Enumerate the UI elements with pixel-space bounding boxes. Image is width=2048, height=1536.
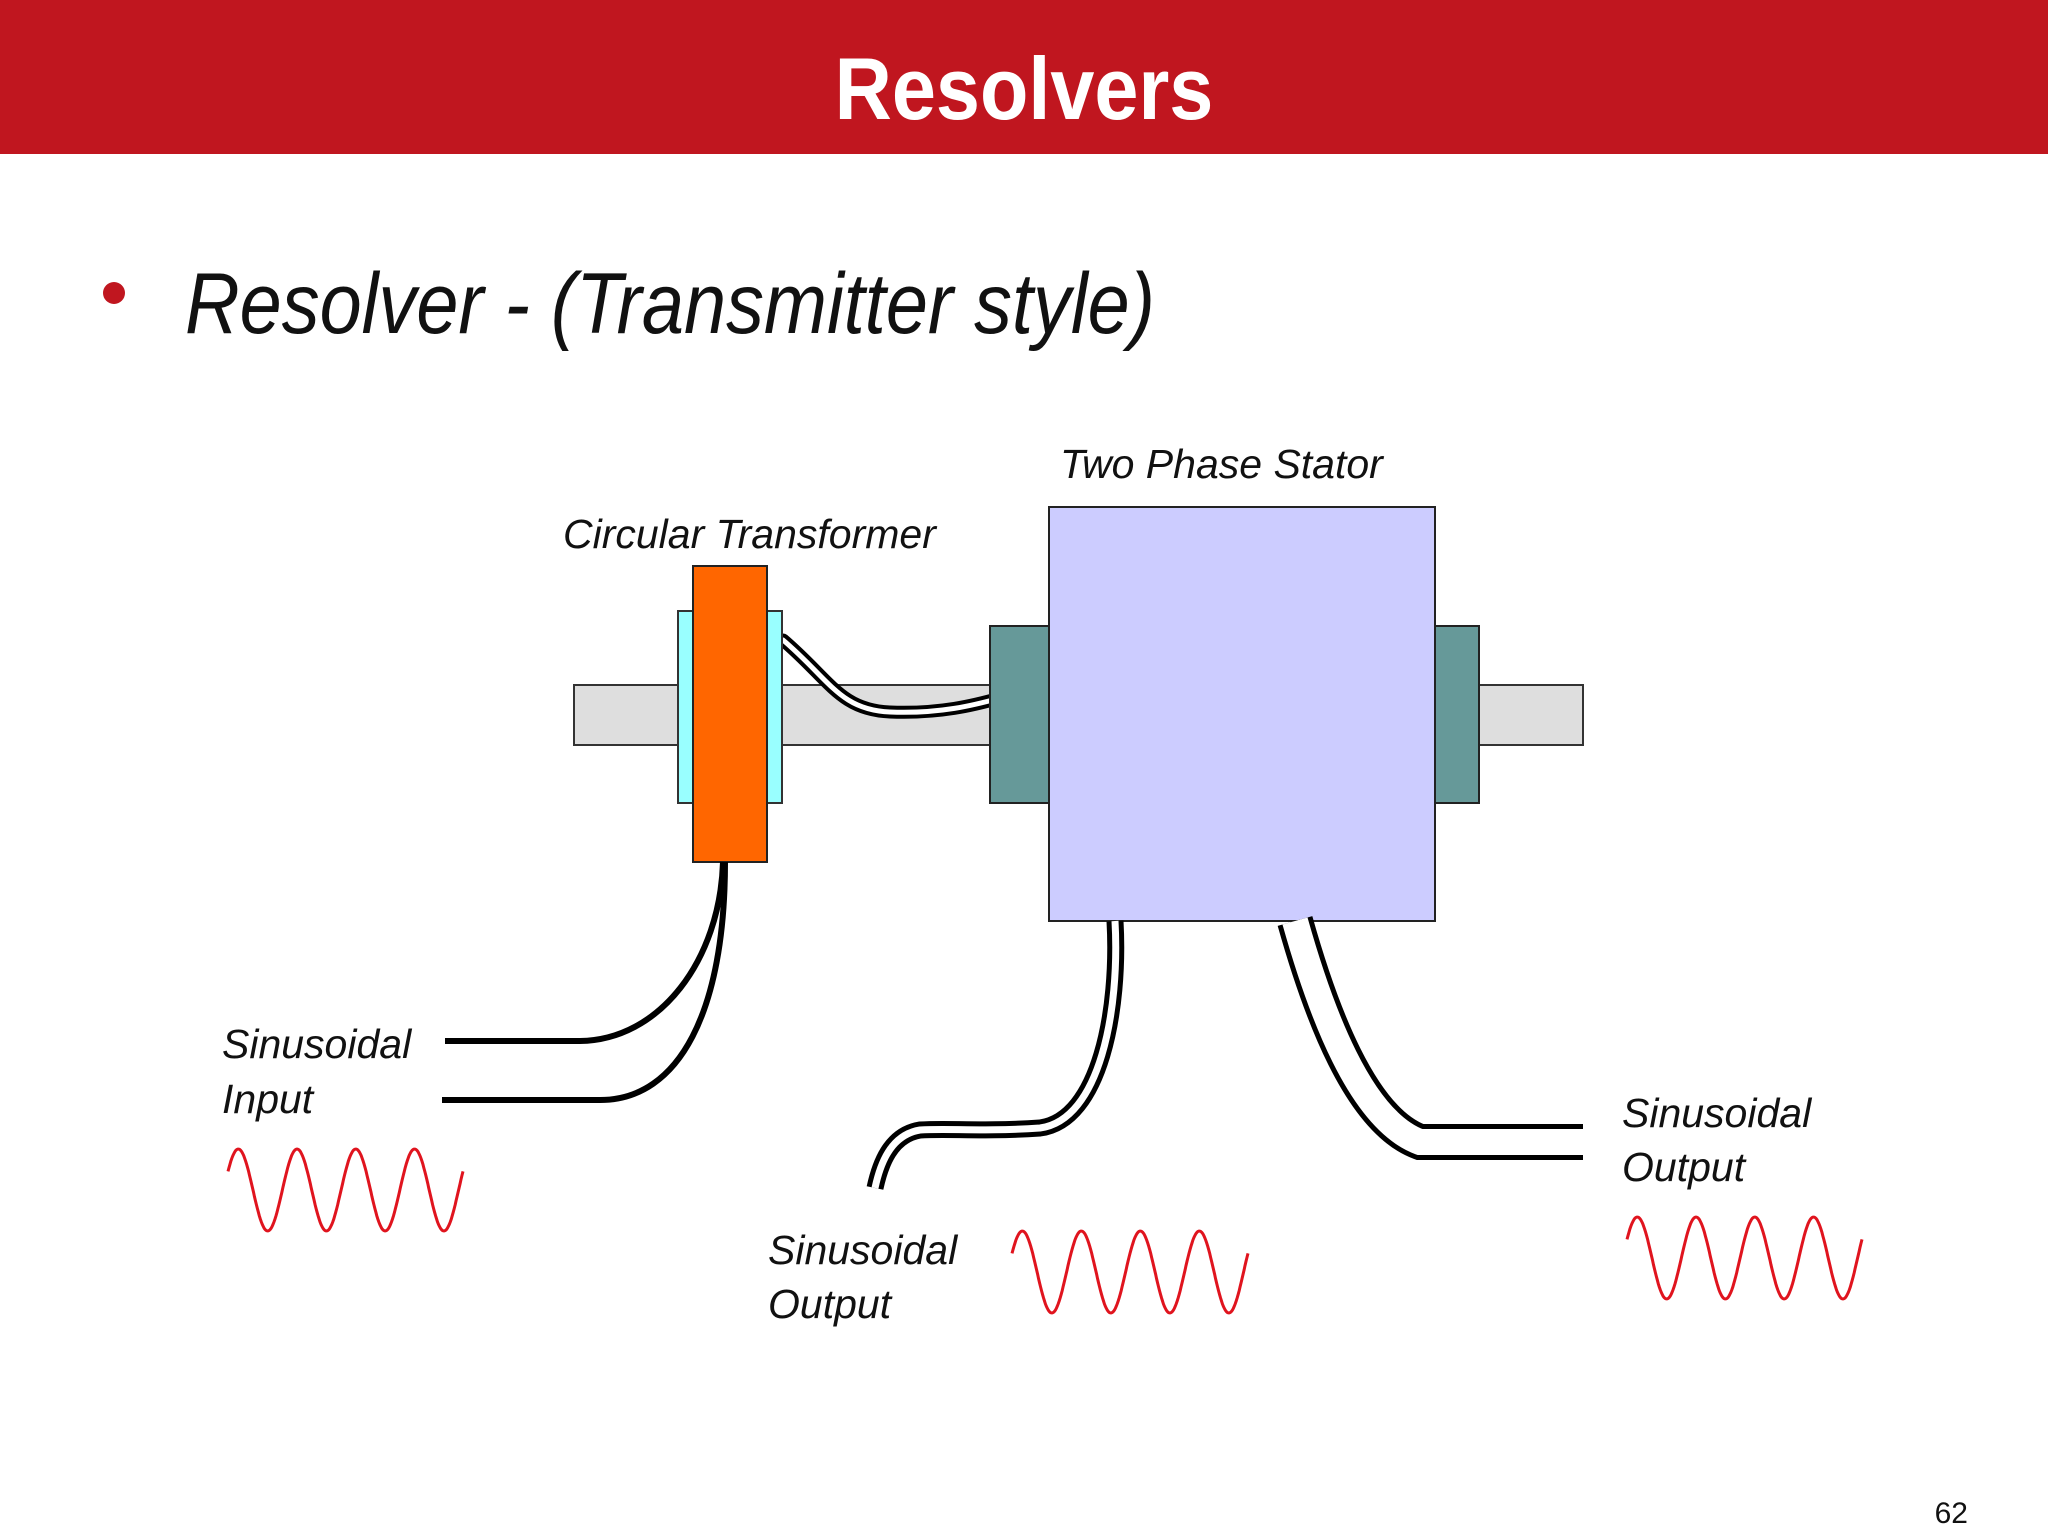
rotor-wire-inner bbox=[780, 637, 1003, 715]
circular-transformer bbox=[692, 565, 768, 863]
label-output-right-line2: Output bbox=[1622, 1144, 1747, 1190]
label-input-line2: Input bbox=[222, 1076, 315, 1122]
output-middle-sine-wave bbox=[1010, 1229, 1250, 1315]
output-right-sine-wave bbox=[1625, 1215, 1864, 1301]
title-bar: Resolvers bbox=[0, 0, 2048, 154]
bullet-text: Resolver - (Transmitter style) bbox=[185, 256, 1155, 352]
stator-bearing-right bbox=[1429, 625, 1480, 804]
input-sine-wave bbox=[226, 1147, 465, 1233]
label-circular-transformer: Circular Transformer bbox=[563, 511, 938, 557]
stator-bearing-left bbox=[989, 625, 1051, 804]
bullet-marker bbox=[103, 282, 125, 304]
input-lead-1 bbox=[445, 861, 726, 1044]
label-input-line1: Sinusoidal bbox=[222, 1021, 413, 1067]
two-phase-stator bbox=[1048, 506, 1436, 922]
label-two-phase-stator: Two Phase Stator bbox=[1060, 441, 1385, 487]
output-lead-right-inner bbox=[1282, 917, 1583, 1155]
output-lead-middle-inner bbox=[871, 920, 1120, 1189]
input-lead-2 bbox=[442, 861, 728, 1103]
slide-title: Resolvers bbox=[834, 39, 1214, 138]
label-output-middle-line2: Output bbox=[768, 1281, 893, 1327]
label-output-right-line1: Sinusoidal bbox=[1622, 1090, 1813, 1136]
label-output-middle-line1: Sinusoidal bbox=[768, 1227, 959, 1273]
page-number: 62 bbox=[1934, 1497, 1968, 1530]
output-lead-middle-outer bbox=[866, 920, 1125, 1190]
